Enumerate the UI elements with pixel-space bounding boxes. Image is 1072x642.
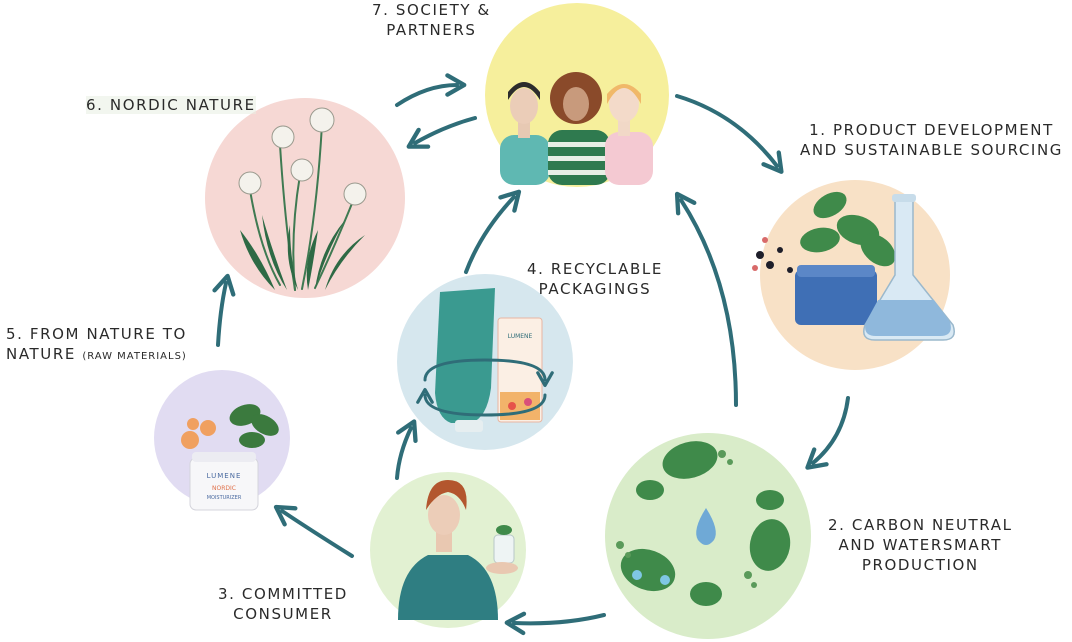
box-brand-text: LUMENE — [508, 333, 533, 340]
label-consumer-line2: CONSUMER — [233, 605, 333, 623]
label-society-line1: 7. SOCIETY & — [372, 1, 491, 19]
person-right-icon — [605, 84, 653, 185]
raw-materials-illustration — [154, 370, 290, 511]
cycle-arrows — [212, 73, 850, 636]
label-carbon-neutral: 2. CARBON NEUTRAL AND WATERSMART PRODUCT… — [828, 515, 1013, 575]
label-carbon-line1: 2. CARBON NEUTRAL — [828, 516, 1013, 534]
label-carbon-line3: PRODUCTION — [861, 556, 979, 574]
water-drop-icon — [696, 508, 716, 545]
arrow-society-to-nature — [406, 116, 477, 149]
arrow-nature-to-society — [395, 73, 467, 107]
label-consumer: 3. COMMITTED CONSUMER — [218, 584, 348, 624]
label-product-line2: AND SUSTAINABLE SOURCING — [800, 141, 1064, 159]
nordic-nature-circle — [205, 98, 405, 298]
tube-package — [435, 288, 495, 423]
society-illustration — [485, 3, 669, 187]
jar-brand-text: LUMENE — [207, 472, 242, 480]
arrow-consumer-to-raw — [273, 504, 354, 558]
arrow-consumer-to-recycle — [395, 419, 418, 480]
label-from-nature-line2: NATURE (RAW MATERIALS) — [6, 344, 187, 367]
jar-line3-text: MOISTURIZER — [207, 495, 242, 501]
arrow-carbon-to-society — [674, 191, 738, 407]
label-product-line1: 1. PRODUCT DEVELOPMENT — [809, 121, 1054, 139]
label-society-line2: PARTNERS — [386, 21, 477, 39]
label-from-nature-line1: 5. FROM NATURE TO — [6, 325, 187, 343]
label-from-nature-word: NATURE — [6, 345, 76, 363]
lab-flask-icon — [863, 194, 955, 341]
product-bottle — [493, 534, 515, 564]
arrow-product-to-carbon — [805, 396, 850, 470]
jar-line-text: NORDIC — [212, 485, 236, 492]
label-nordic-nature-text: 6. NORDIC NATURE — [86, 96, 256, 114]
arrow-recycle-to-society — [464, 189, 522, 274]
recyclable-packaging-illustration — [397, 274, 573, 450]
label-product-development: 1. PRODUCT DEVELOPMENT AND SUSTAINABLE S… — [800, 120, 1063, 160]
person-middle-icon — [548, 72, 610, 185]
label-nordic-nature: 6. NORDIC NATURE — [86, 95, 256, 115]
label-recyclable-line2: PACKAGINGS — [538, 280, 652, 298]
label-recyclable: 4. RECYCLABLE PACKAGINGS — [527, 259, 663, 299]
label-raw-materials: (RAW MATERIALS) — [82, 351, 187, 362]
moisturizer-jar — [189, 457, 259, 511]
person-left-icon — [500, 82, 550, 185]
label-carbon-line2: AND WATERSMART — [838, 536, 1003, 554]
product-jar — [795, 270, 877, 325]
consumer-illustration — [370, 472, 526, 628]
arrow-raw-to-nature — [212, 273, 236, 347]
label-consumer-line1: 3. COMMITTED — [218, 585, 348, 603]
product-development-illustration — [752, 180, 955, 370]
label-from-nature: 5. FROM NATURE TO NATURE (RAW MATERIALS) — [6, 324, 187, 367]
arrow-society-to-product — [675, 94, 784, 174]
label-society: 7. SOCIETY & PARTNERS — [372, 0, 491, 40]
arrow-carbon-to-consumer — [504, 611, 606, 636]
nordic-nature-illustration — [205, 98, 405, 298]
label-recyclable-line1: 4. RECYCLABLE — [527, 260, 663, 278]
carbon-neutral-illustration — [605, 433, 811, 639]
